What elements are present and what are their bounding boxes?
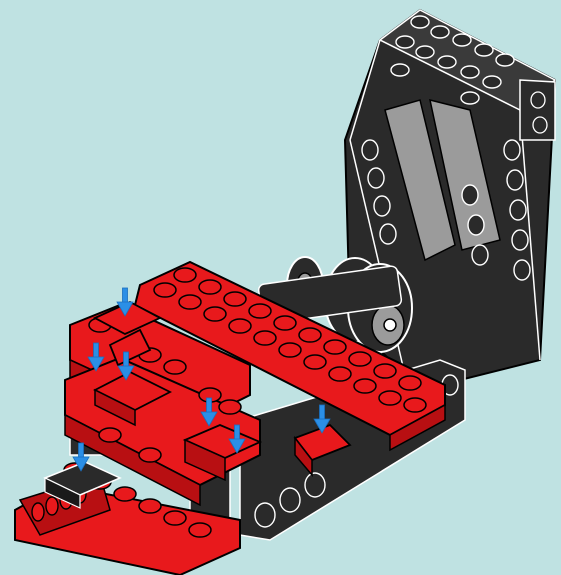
stud-icon (189, 523, 211, 537)
stud-icon (329, 367, 351, 381)
stud-icon (411, 16, 429, 28)
stud-icon (204, 307, 226, 321)
stud-icon (374, 364, 396, 378)
stud-icon (299, 328, 321, 342)
stud-icon (164, 360, 186, 374)
stud-icon (514, 260, 530, 280)
stud-icon (139, 448, 161, 462)
stud-icon (114, 487, 136, 501)
stud-icon (391, 64, 409, 76)
stud-icon (349, 352, 371, 366)
stud-icon (154, 283, 176, 297)
stud-icon (139, 499, 161, 513)
stud-icon (368, 168, 384, 188)
stud-icon (229, 319, 251, 333)
stud-icon (199, 280, 221, 294)
stud-icon (354, 379, 376, 393)
stud-icon (305, 473, 325, 497)
stud-icon (280, 488, 300, 512)
stud-icon (416, 46, 434, 58)
stud-icon (533, 117, 547, 133)
stud-icon (174, 268, 196, 282)
stud-icon (304, 355, 326, 369)
stud-icon (274, 316, 296, 330)
stud-icon (254, 331, 276, 345)
stud-icon (379, 391, 401, 405)
stud-icon (468, 215, 484, 235)
stud-icon (512, 230, 528, 250)
axle-icon (384, 319, 396, 331)
stud-icon (453, 34, 471, 46)
stud-icon (404, 398, 426, 412)
stud-icon (255, 503, 275, 527)
stud-icon (179, 295, 201, 309)
rib-icon (46, 497, 58, 515)
stud-icon (324, 340, 346, 354)
stud-icon (510, 200, 526, 220)
stud-icon (399, 376, 421, 390)
stud-icon (461, 66, 479, 78)
stud-icon (374, 196, 390, 216)
stud-icon (461, 92, 479, 104)
stud-icon (472, 245, 488, 265)
stud-icon (462, 185, 478, 205)
stud-icon (438, 56, 456, 68)
stud-icon (496, 54, 514, 66)
stud-icon (224, 292, 246, 306)
stud-icon (504, 140, 520, 160)
stud-icon (431, 26, 449, 38)
stud-icon (396, 36, 414, 48)
stud-icon (279, 343, 301, 357)
stud-icon (380, 224, 396, 244)
stud-icon (362, 140, 378, 160)
stud-icon (531, 92, 545, 108)
stud-icon (99, 428, 121, 442)
stud-icon (219, 400, 241, 414)
stud-icon (483, 76, 501, 88)
stud-icon (507, 170, 523, 190)
stud-icon (475, 44, 493, 56)
stud-icon (164, 511, 186, 525)
rib-icon (32, 503, 44, 521)
stud-icon (249, 304, 271, 318)
